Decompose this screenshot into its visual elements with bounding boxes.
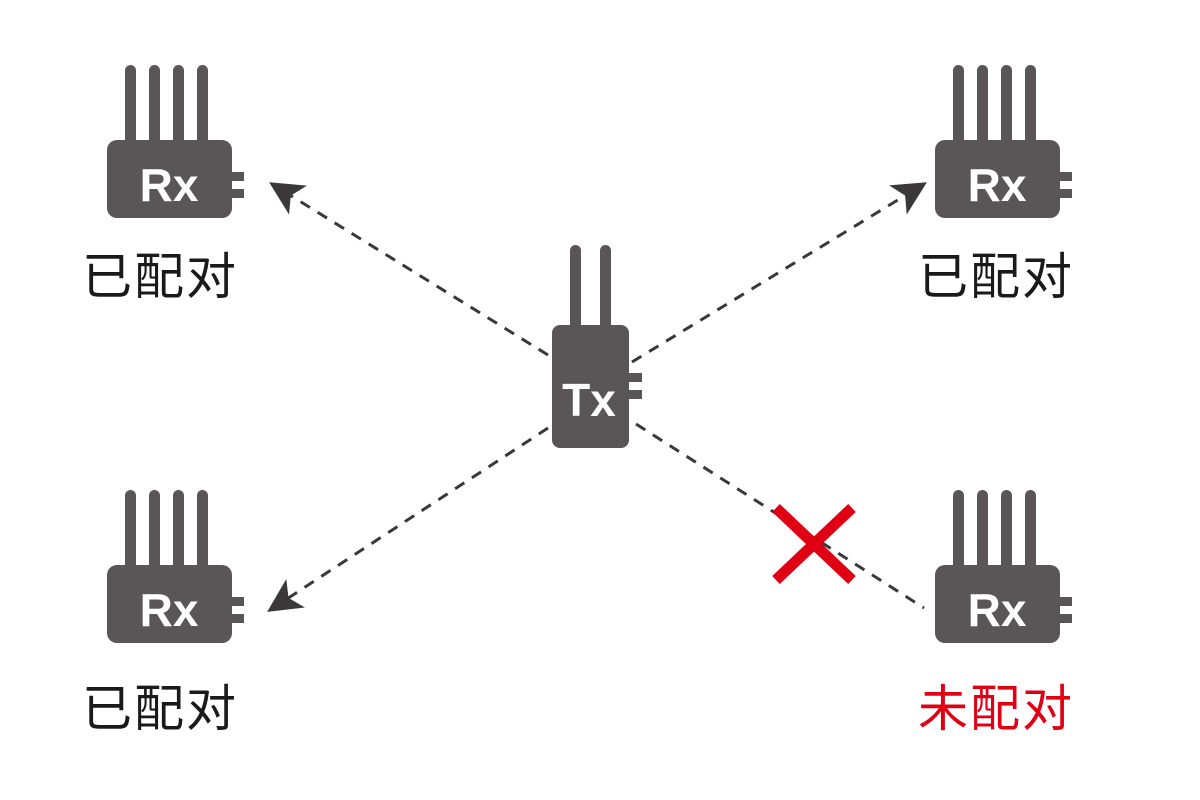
receiver-top-right: Rx — [935, 65, 1072, 218]
device-body — [935, 565, 1060, 643]
device-body — [552, 325, 629, 448]
link-top-right — [631, 182, 927, 364]
link-bottom-left — [267, 426, 549, 612]
device-body — [107, 140, 232, 218]
connector-icon — [227, 172, 244, 198]
link-top-left — [269, 182, 549, 357]
device-body — [107, 565, 232, 643]
status-label-top-right: 已配对 — [918, 248, 1074, 306]
connector-icon — [1055, 172, 1072, 198]
device-label: Tx — [562, 374, 616, 426]
device-label: Rx — [140, 584, 199, 636]
connector-icon — [1055, 597, 1072, 623]
status-label-bottom-right: 未配对 — [918, 680, 1074, 738]
antenna-icon — [570, 245, 611, 340]
device-label: Rx — [968, 584, 1027, 636]
antenna-icon — [953, 490, 1036, 580]
receiver-top-left: Rx — [107, 65, 244, 218]
receiver-bottom-right: Rx — [935, 490, 1072, 643]
device-label: Rx — [968, 159, 1027, 211]
device-label: Rx — [140, 159, 199, 211]
receiver-bottom-left: Rx — [107, 490, 244, 643]
cross-icon — [772, 504, 856, 584]
connector-icon — [625, 373, 642, 399]
connector-icon — [227, 597, 244, 623]
transmitter: Tx — [552, 245, 642, 448]
device-body — [935, 140, 1060, 218]
status-label-bottom-left: 已配对 — [82, 680, 238, 738]
antenna-icon — [125, 490, 208, 580]
antenna-icon — [953, 65, 1036, 155]
status-label-top-left: 已配对 — [82, 248, 238, 306]
antenna-icon — [125, 65, 208, 155]
